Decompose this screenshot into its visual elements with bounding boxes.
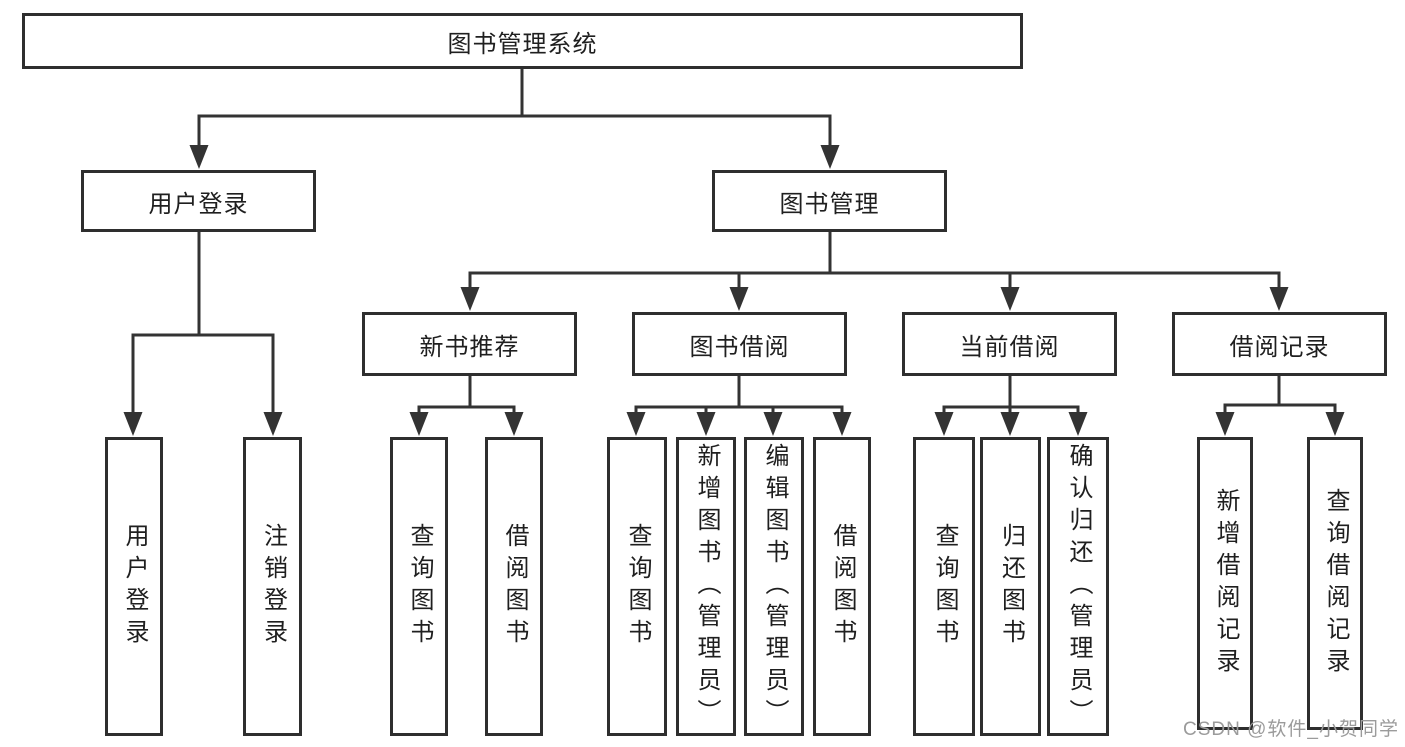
arrowhead (832, 412, 852, 436)
csdn-watermark: CSDN @软件_小贺同学 (1183, 719, 1399, 740)
node-label: 图书借阅 (689, 333, 790, 361)
arrowhead (1325, 412, 1345, 436)
connector-line (417, 374, 516, 415)
node-library-system: 图书管理系统 (22, 13, 1023, 69)
node-label: 新书推荐 (419, 333, 520, 361)
arrowhead (696, 412, 716, 436)
node-edit-book-admin: 编辑图书（管理员） (744, 437, 804, 736)
node-book-management: 图书管理 (712, 170, 947, 232)
node-borrow-books: 借阅图书 (813, 437, 871, 736)
node-label: 注销登录 (259, 522, 287, 651)
node-borrow-books: 借阅图书 (485, 437, 543, 736)
node-borrowing-records: 借阅记录 (1172, 312, 1387, 376)
connector-new-book-children (409, 374, 524, 436)
node-query-books: 查询图书 (390, 437, 448, 736)
connector-user-login-children (123, 230, 283, 436)
connector-book-management-children (460, 230, 1289, 311)
arrowhead (820, 145, 840, 169)
arrowhead (1000, 412, 1020, 436)
connector-line (131, 230, 275, 415)
arrowhead (1068, 412, 1088, 436)
connector-root-to-level2 (189, 67, 840, 169)
node-label: 编辑图书（管理员） (761, 442, 788, 731)
arrowhead (1269, 287, 1289, 311)
node-label: 借阅图书 (829, 522, 856, 651)
node-book-borrowing: 图书借阅 (632, 312, 847, 376)
node-user-login: 用户登录 (81, 170, 316, 232)
arrowhead (123, 412, 143, 436)
arrowhead (934, 412, 954, 436)
connector-line (942, 374, 1080, 415)
arrowhead (763, 412, 783, 436)
arrowhead (263, 412, 283, 436)
node-label: 查询借阅记录 (1322, 487, 1349, 680)
node-query-books: 查询图书 (607, 437, 667, 736)
node-current-borrowing: 当前借阅 (902, 312, 1117, 376)
arrowhead (729, 287, 749, 311)
arrowhead (1215, 412, 1235, 436)
connector-borrowing-records-children (1215, 374, 1345, 436)
node-label: 用户登录 (121, 522, 148, 651)
node-label: 查询图书 (931, 522, 958, 651)
node-label: 新增图书（管理员） (693, 442, 720, 731)
node-label: 用户登录 (148, 190, 249, 218)
node-label: 借阅图书 (501, 522, 528, 651)
node-add-book-admin: 新增图书（管理员） (676, 437, 736, 736)
arrowhead (409, 412, 429, 436)
connector-current-borrowing-children (934, 374, 1088, 436)
node-label: 图书管理 (779, 190, 880, 218)
arrowhead (1000, 287, 1020, 311)
node-label: 确认归还（管理员） (1065, 442, 1092, 731)
node-query-books: 查询图书 (913, 437, 975, 736)
node-label: 查询图书 (624, 522, 651, 651)
node-label: 图书管理系统 (447, 30, 598, 58)
arrowhead (626, 412, 646, 436)
node-label: 查询图书 (406, 522, 433, 651)
node-login: 用户登录 (105, 437, 163, 736)
node-confirm-return-admin: 确认归还（管理员） (1047, 437, 1109, 736)
node-return-books: 归还图书 (980, 437, 1041, 736)
node-new-book-recommend: 新书推荐 (362, 312, 577, 376)
node-label: 新增借阅记录 (1212, 487, 1239, 680)
node-query-borrow-record: 查询借阅记录 (1307, 437, 1363, 730)
node-add-borrow-record: 新增借阅记录 (1197, 437, 1253, 730)
connector-line (468, 230, 1281, 290)
connector-line (197, 67, 832, 148)
node-label: 借阅记录 (1229, 333, 1330, 361)
arrowhead (460, 287, 480, 311)
connector-line (634, 374, 844, 415)
connector-line (1223, 374, 1337, 415)
node-label: 归还图书 (997, 522, 1025, 651)
arrowhead (504, 412, 524, 436)
arrowhead (189, 145, 209, 169)
node-logout: 注销登录 (243, 437, 302, 736)
connector-book-borrowing-children (626, 374, 852, 436)
node-label: 当前借阅 (959, 333, 1060, 361)
